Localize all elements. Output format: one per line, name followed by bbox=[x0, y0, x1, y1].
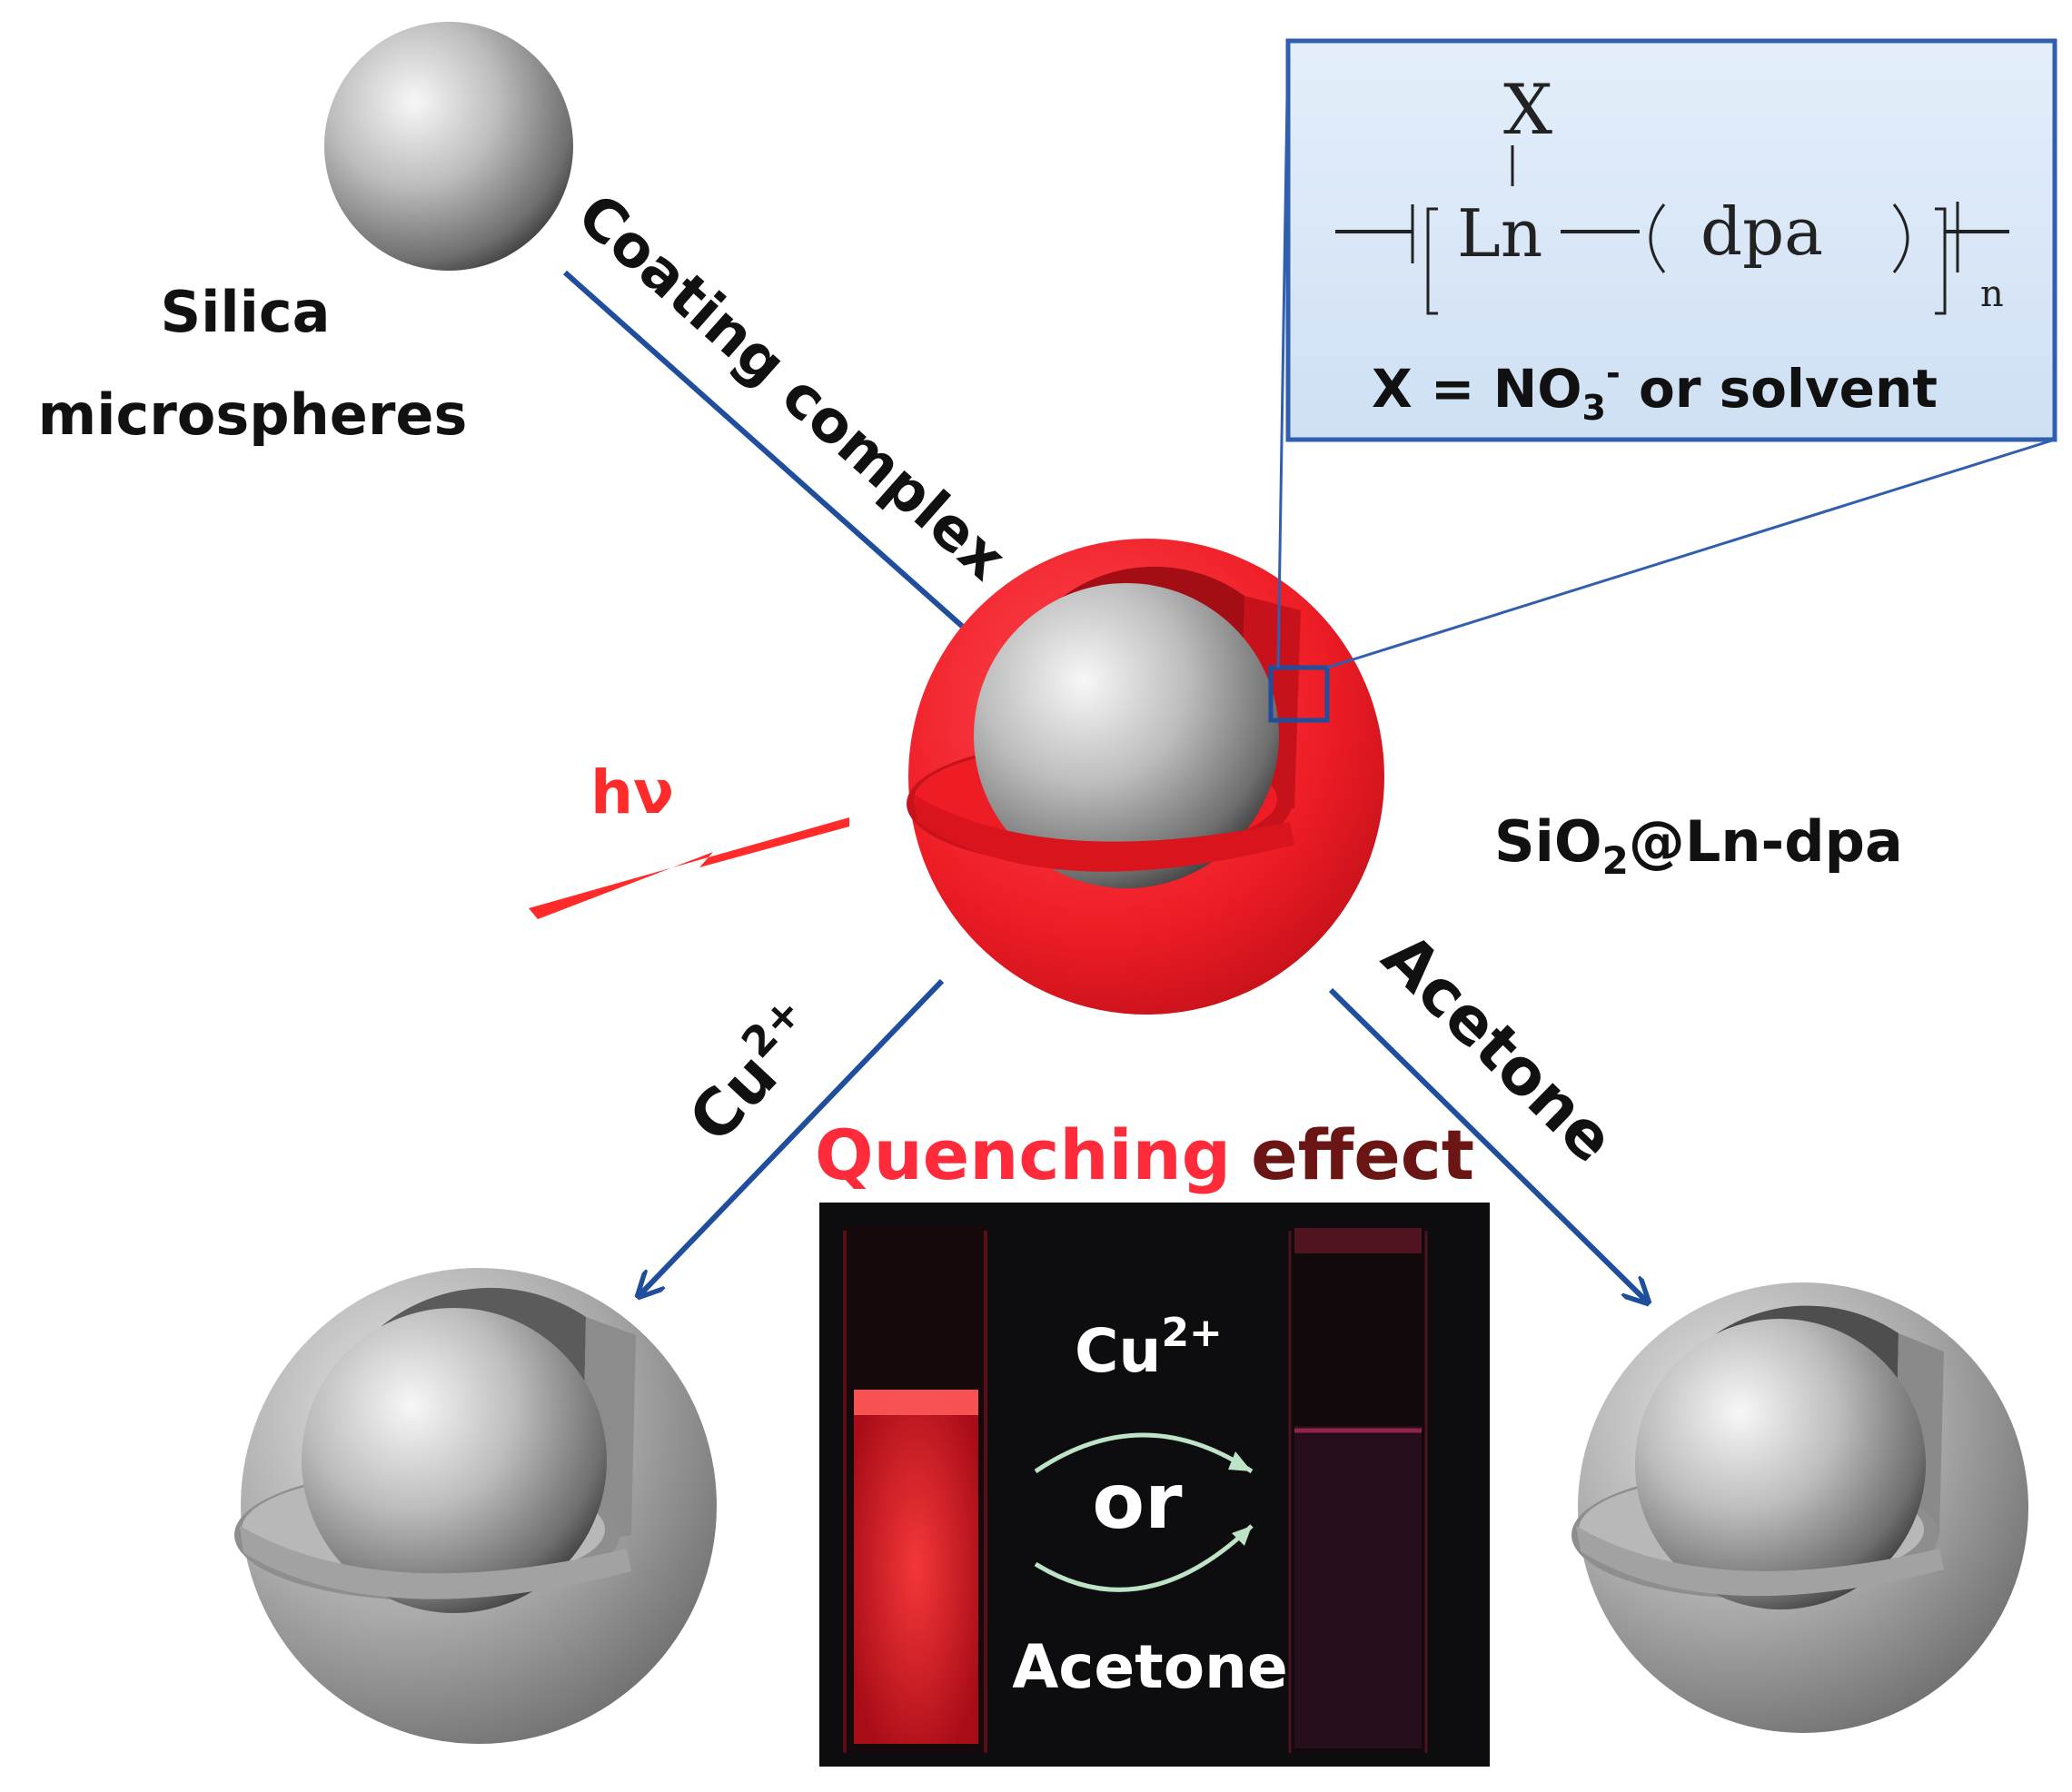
coating-arrow bbox=[563, 270, 981, 643]
cu-arrow bbox=[640, 978, 945, 1294]
formula-dpa: dpa bbox=[1700, 193, 1823, 270]
quenched-vial bbox=[1294, 1426, 1422, 1748]
silica-microsphere bbox=[324, 22, 573, 271]
photo-cu-label: Cu2+ bbox=[1075, 1310, 1223, 1386]
silica-label-line2: microspheres bbox=[38, 381, 468, 448]
formula-inset: X Ln dpa n X = NO3- or solvent bbox=[1285, 38, 2057, 442]
luminescent-vial bbox=[854, 1390, 978, 1744]
formula-x: X bbox=[1503, 69, 1552, 150]
formula-n: n bbox=[1980, 273, 2004, 315]
lightning-bolt-icon bbox=[529, 817, 849, 919]
formula-ln: Ln bbox=[1457, 195, 1542, 272]
hv-label: hν bbox=[590, 757, 674, 827]
zoom-line-bottom bbox=[1326, 438, 2056, 669]
vial-photo: Cu2+ or Acetone bbox=[819, 1203, 1490, 1767]
arc-arrow-bottom bbox=[1034, 1524, 1254, 1592]
arc-arrow-top bbox=[1034, 1432, 1254, 1474]
core-shell-particle bbox=[907, 539, 1384, 1015]
cu-left-label: Cu2+ bbox=[669, 987, 836, 1157]
silica-label-line1: Silica bbox=[161, 279, 331, 345]
zoom-box bbox=[1268, 665, 1330, 723]
formula-caption: X = NO3- or solvent bbox=[1372, 353, 1938, 428]
quenched-sphere-left bbox=[234, 1268, 717, 1744]
photo-acetone-label: Acetone bbox=[1012, 1632, 1288, 1702]
acetone-arrow bbox=[1328, 987, 1646, 1301]
quenched-sphere-right bbox=[1571, 1282, 2028, 1733]
photo-or-label: or bbox=[1092, 1457, 1183, 1546]
product-label: SiO2@Ln-dpa bbox=[1494, 808, 1903, 883]
coating-complex-label: Coating complex bbox=[564, 182, 1017, 594]
